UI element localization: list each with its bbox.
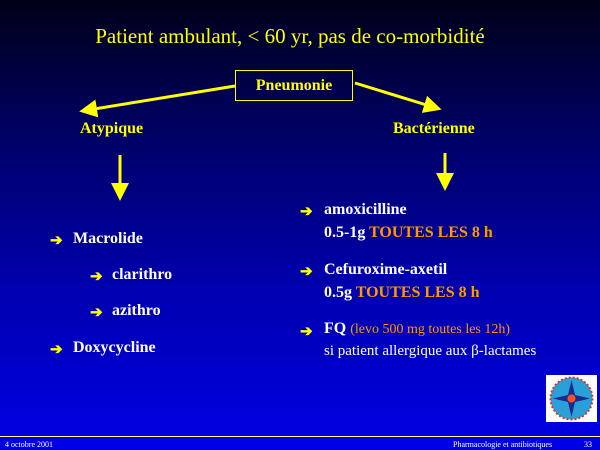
- drug-name: FQ (levo 500 mg toutes les 12h): [324, 320, 510, 338]
- arrow-to-bacterienne: [354, 81, 442, 113]
- drug-dose: 0.5-1g TOUTES LES 8 h: [324, 224, 493, 242]
- pneumonie-box: Pneumonie: [235, 70, 353, 101]
- list-item: Macrolide: [73, 230, 143, 247]
- frequency: TOUTES LES 8 h: [369, 224, 493, 241]
- drug-dose: 0.5g TOUTES LES 8 h: [324, 284, 479, 302]
- frequency: TOUTES LES 8 h: [355, 284, 480, 301]
- arrow-bullet-icon: ➔: [50, 342, 63, 358]
- list-item: Doxycycline: [73, 339, 156, 356]
- slide-title: Patient ambulant, < 60 yr, pas de co-mor…: [95, 24, 485, 48]
- atypique-label: Atypique: [80, 120, 144, 137]
- footer-date: 4 octobre 2001: [5, 440, 53, 449]
- drug-name: amoxicilline: [324, 201, 407, 218]
- arrow-to-atypique: [79, 84, 236, 118]
- list-item: azithro: [112, 302, 161, 319]
- arrow-bullet-icon: ➔: [50, 233, 63, 249]
- bacterienne-label: Bactérienne: [393, 120, 475, 137]
- fq-condition: si patient allergique aux β-lactames: [324, 343, 537, 359]
- arrow-bullet-icon: ➔: [90, 305, 103, 321]
- list-item: clarithro: [112, 266, 173, 283]
- page-number: 33: [584, 440, 592, 449]
- arrow-bullet-icon: ➔: [300, 264, 313, 280]
- footer-divider: [0, 436, 600, 437]
- logo: [546, 375, 597, 422]
- arrow-bullet-icon: ➔: [90, 269, 103, 285]
- logo-emblem-icon: [549, 376, 594, 421]
- dose: 0.5g: [324, 284, 352, 301]
- fq-note: (levo 500 mg toutes les 12h): [350, 322, 511, 337]
- dose: 0.5-1g: [324, 224, 366, 241]
- footer-course: Pharmacologie et antibiotiques: [453, 440, 553, 449]
- arrow-bullet-icon: ➔: [300, 204, 313, 220]
- drug-name: Cefuroxime-axetil: [324, 261, 448, 278]
- fq: FQ: [324, 320, 347, 337]
- arrow-bullet-icon: ➔: [300, 324, 313, 340]
